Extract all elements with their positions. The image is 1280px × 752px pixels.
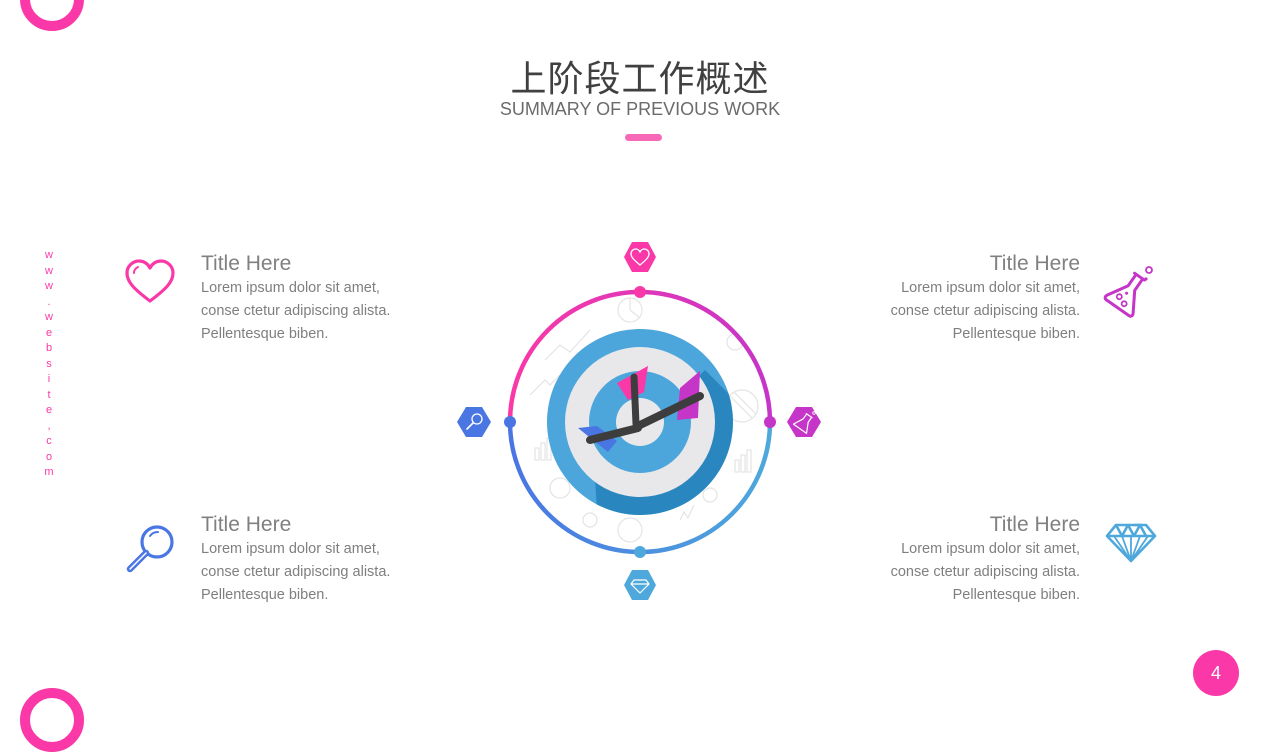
decorative-ring-top (20, 0, 84, 31)
info-block-top-right: Title Here Lorem ipsum dolor sit amet, c… (850, 251, 1080, 346)
url-char: c (46, 435, 52, 447)
url-char: o (45, 450, 53, 463)
item-line: Lorem ipsum dolor sit amet, (201, 541, 380, 557)
hex-badge-magnifier (457, 407, 491, 437)
magnifier-icon (126, 525, 174, 573)
dart-1 (617, 366, 648, 428)
url-char: w (45, 264, 53, 277)
url-char: w (45, 280, 53, 292)
target-illustration (457, 242, 821, 600)
item-line: Lorem ipsum dolor sit amet, (201, 280, 380, 296)
info-block-top-left: Title Here Lorem ipsum dolor sit amet, c… (201, 251, 431, 346)
flask-icon (1103, 266, 1153, 318)
diamond-icon (1105, 523, 1157, 563)
url-char: w (45, 311, 53, 323)
info-block-bottom-right: Title Here Lorem ipsum dolor sit amet, c… (850, 512, 1080, 607)
item-title: Title Here (989, 252, 1080, 275)
item-line: conse ctetur adipiscing alista. (201, 303, 391, 319)
item-line: Lorem ipsum dolor sit amet, (901, 280, 1080, 296)
item-line: Pellentesque biben. (952, 587, 1080, 603)
url-char: s (46, 357, 52, 370)
url-char: e (45, 404, 53, 416)
dart-3 (578, 424, 642, 452)
item-line: Pellentesque biben. (201, 326, 329, 342)
url-char: m (44, 466, 54, 478)
item-line: conse ctetur adipiscing alista. (890, 303, 1080, 319)
url-char: e (45, 326, 53, 339)
decorative-ring-bottom (20, 688, 84, 752)
url-char: w (45, 249, 53, 261)
page-subtitle: SUMMARY OF PREVIOUS WORK (499, 99, 781, 119)
vertical-website-text: w w w . w e b s i t e , c o m (42, 248, 56, 481)
page-number-badge: 4 (1193, 650, 1239, 696)
hex-badge-diamond (624, 570, 656, 600)
info-block-bottom-left: Title Here Lorem ipsum dolor sit amet, c… (201, 512, 431, 607)
url-char: b (45, 342, 53, 354)
hex-badge-heart (624, 242, 656, 272)
heart-icon (125, 259, 175, 303)
item-title: Title Here (989, 513, 1080, 536)
url-char: t (47, 388, 51, 401)
url-char: i (47, 373, 51, 385)
item-line: conse ctetur adipiscing alista. (201, 564, 391, 580)
item-line: Pellentesque biben. (952, 326, 1080, 342)
page-title: 上阶段工作概述 (510, 59, 770, 100)
item-line: Lorem ipsum dolor sit amet, (901, 541, 1080, 557)
item-line: conse ctetur adipiscing alista. (890, 564, 1080, 580)
hex-badge-flask (787, 407, 821, 437)
item-line: Pellentesque biben. (201, 587, 329, 603)
dart-2 (634, 371, 704, 430)
url-char: . (47, 295, 51, 308)
url-char: , (47, 419, 51, 432)
title-underline (625, 134, 662, 141)
item-title: Title Here (201, 513, 292, 536)
item-title: Title Here (201, 252, 292, 275)
